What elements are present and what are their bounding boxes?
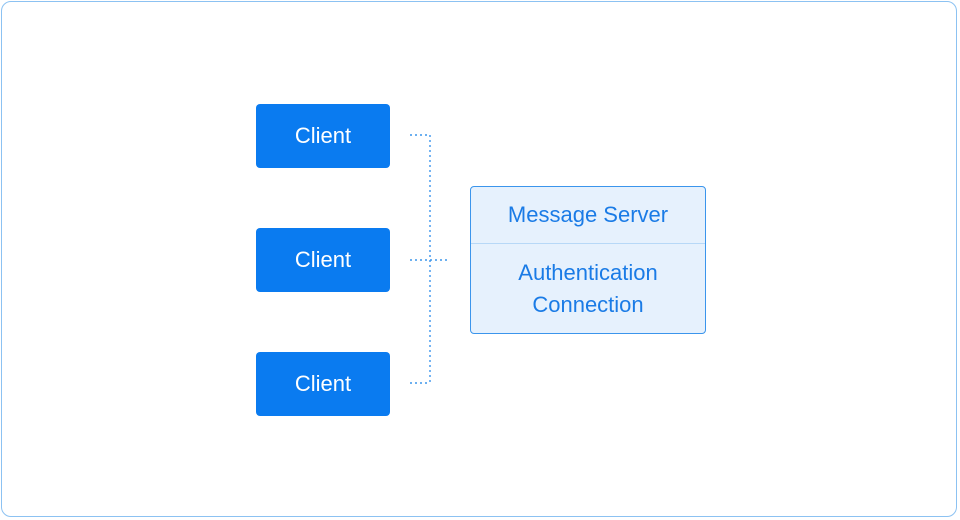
- client-label: Client: [294, 123, 352, 148]
- client-node-2: Client: [256, 228, 390, 292]
- server-line-authentication: Authentication: [518, 259, 658, 285]
- message-server-body: Authentication Connection: [471, 244, 705, 333]
- client-node-3: Client: [256, 352, 390, 416]
- message-server-node: Message Server Authentication Connection: [470, 186, 706, 334]
- message-server-title: Message Server: [471, 187, 705, 244]
- client-node-1: Client: [256, 104, 390, 168]
- client-label: Client: [294, 371, 352, 396]
- server-line-connection: Connection: [532, 291, 644, 317]
- client-label: Client: [294, 247, 352, 272]
